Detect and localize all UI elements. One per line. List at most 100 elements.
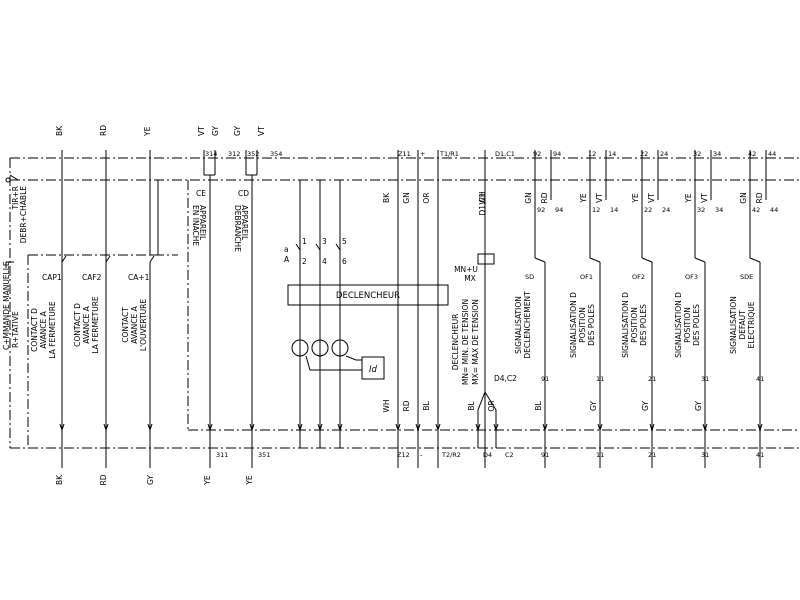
ce-term-314: 314: [205, 150, 217, 158]
terminal-d4: D4: [483, 451, 492, 459]
coil-lead: [484, 391, 497, 448]
coil-lead: [477, 391, 486, 448]
coil-block: MN+U MX DECLENCHEUR MN= MIN. DE TENSION …: [451, 192, 517, 385]
signal-term-top: 12: [588, 150, 596, 158]
main-switch-label: TIR+R: [11, 186, 20, 211]
signal-term-top: 44: [768, 150, 776, 158]
signal-contact: [641, 257, 653, 263]
cap1-ref: CAP1: [42, 273, 62, 282]
terminal-arrow: [317, 423, 323, 432]
cap1-desc-1: CONTACT D: [30, 308, 39, 352]
breaker-block: 1 3 5 2 4 6 a A DECLENCHEUR Id: [284, 180, 449, 448]
terminal-arrow: [59, 423, 65, 432]
terminal-arrow: [493, 423, 499, 432]
signal-term-inner: 42: [752, 206, 760, 214]
signal-term-top: 94: [553, 150, 561, 158]
signal-desc: DES POLES: [639, 304, 648, 346]
signal-wire-color: GN: [739, 192, 748, 203]
signal-bottom-term: 21: [648, 451, 656, 459]
wire-bk: BK: [382, 192, 391, 203]
signal-desc: SIGNALISATION D: [674, 292, 683, 358]
caf2-desc-2: AVANCE A: [82, 305, 91, 343]
ca-ref: CA+1: [128, 273, 150, 282]
terminal-arrow: [475, 423, 481, 432]
terminal-z11: Z11: [398, 150, 411, 158]
signal-term-top: 24: [660, 150, 668, 158]
signal-desc: DEFAUT: [738, 310, 747, 340]
cd-desc-1: APPAREIL: [240, 205, 249, 241]
signal-term-top: 22: [640, 150, 648, 158]
signal-desc: SIGNALISATION: [514, 296, 523, 354]
pole-num-1: 1: [302, 237, 307, 246]
signal-ref: OF2: [632, 273, 645, 281]
ce-top-wire-1: VT: [197, 126, 206, 136]
signal-wire-color: RD: [540, 192, 549, 203]
terminal-arrow: [597, 423, 603, 432]
signal-term-top: 92: [533, 150, 541, 158]
terminal-arrow: [249, 423, 255, 432]
signal-term-inner: 14: [610, 206, 618, 214]
signal-wire-color: YE: [684, 193, 693, 204]
terminal-t2r2: T2/R2: [441, 451, 461, 459]
signal-low-term: 91: [541, 375, 549, 383]
contact-ca: YE CA+1 CONTACT AVANCE A L'OUVERTURE GY: [121, 126, 159, 485]
signal-ref: OF1: [580, 273, 593, 281]
terminal-t1r1: T1/R1: [439, 150, 459, 158]
signal-ref: OF3: [685, 273, 698, 281]
ca-bottom-wire: GY: [146, 475, 155, 485]
terminal-minus: -: [420, 451, 423, 459]
wire-bl-coil: BL: [467, 401, 476, 411]
wire-wh: WH: [478, 191, 487, 204]
declencheur-box: [287, 284, 449, 306]
ca-desc-1: CONTACT: [121, 307, 130, 343]
signal-term-inner: 22: [644, 206, 652, 214]
caf2-ref: CAF2: [82, 273, 102, 282]
terminal-arrow: [207, 423, 213, 432]
coil-ref-top: D1,C1: [478, 192, 487, 215]
signal-low-wire: GY: [641, 401, 650, 411]
terminal-c2: C2: [505, 451, 514, 459]
signal-term-inner: 94: [555, 206, 563, 214]
arc-label-2: A: [284, 255, 290, 264]
signal-term-inner: 24: [662, 206, 670, 214]
wire-or-coil: OR: [487, 400, 496, 411]
signal-desc: POSITION: [683, 307, 692, 343]
signal-term-top: 32: [693, 150, 701, 158]
main-switch-block: TIR+R DEBR+CHABLE C+MMANDE MANUELLE R+TA…: [2, 174, 28, 350]
signal-desc: SIGNALISATION: [729, 296, 738, 354]
terminal-arrow: [103, 423, 109, 432]
signal-contact: [694, 257, 706, 263]
signal-low-term: 21: [648, 375, 656, 383]
signal-term-top: 34: [713, 150, 721, 158]
coil-top-label-2: MX: [464, 274, 476, 283]
wire-rd-low: RD: [402, 400, 411, 411]
signal-desc: DES POLES: [692, 304, 701, 346]
terminal-arrow: [649, 423, 655, 432]
terminal-arrow: [297, 423, 303, 432]
terminal-arrow: [337, 423, 343, 432]
cd-term-354: 354: [270, 150, 282, 158]
signal-term-top: 42: [748, 150, 756, 158]
wire-bl-low: BL: [422, 401, 431, 411]
signal-low-term: 11: [596, 375, 604, 383]
signal-low-wire: BL: [534, 401, 543, 411]
coil-top-label: MN+U: [454, 265, 478, 274]
frame-lines: [9, 157, 800, 449]
cd-ref: CD: [238, 189, 249, 198]
cd-term-352: 352: [247, 150, 259, 158]
ca-desc-2: AVANCE A: [130, 305, 139, 343]
signal-desc: POSITION: [630, 307, 639, 343]
signal-contact: [534, 257, 546, 263]
cd-bottom-wire: YE: [245, 475, 254, 486]
signal-bottom-term: 31: [701, 451, 709, 459]
rotary-label: C+MMANDE MANUELLE: [2, 261, 11, 350]
signal-term-inner: 12: [592, 206, 600, 214]
signal-wire-color: YE: [579, 193, 588, 204]
cap1-desc-2: AVANCE A: [39, 310, 48, 348]
contact-cap1: BK CAP1 CONTACT D AVANCE A LA FERMETURE …: [30, 125, 67, 485]
cap1-desc-3: LA FERMETURE: [48, 301, 57, 359]
declencheur-label: DECLENCHEUR: [336, 291, 400, 301]
arc-label-1: a: [284, 245, 289, 254]
